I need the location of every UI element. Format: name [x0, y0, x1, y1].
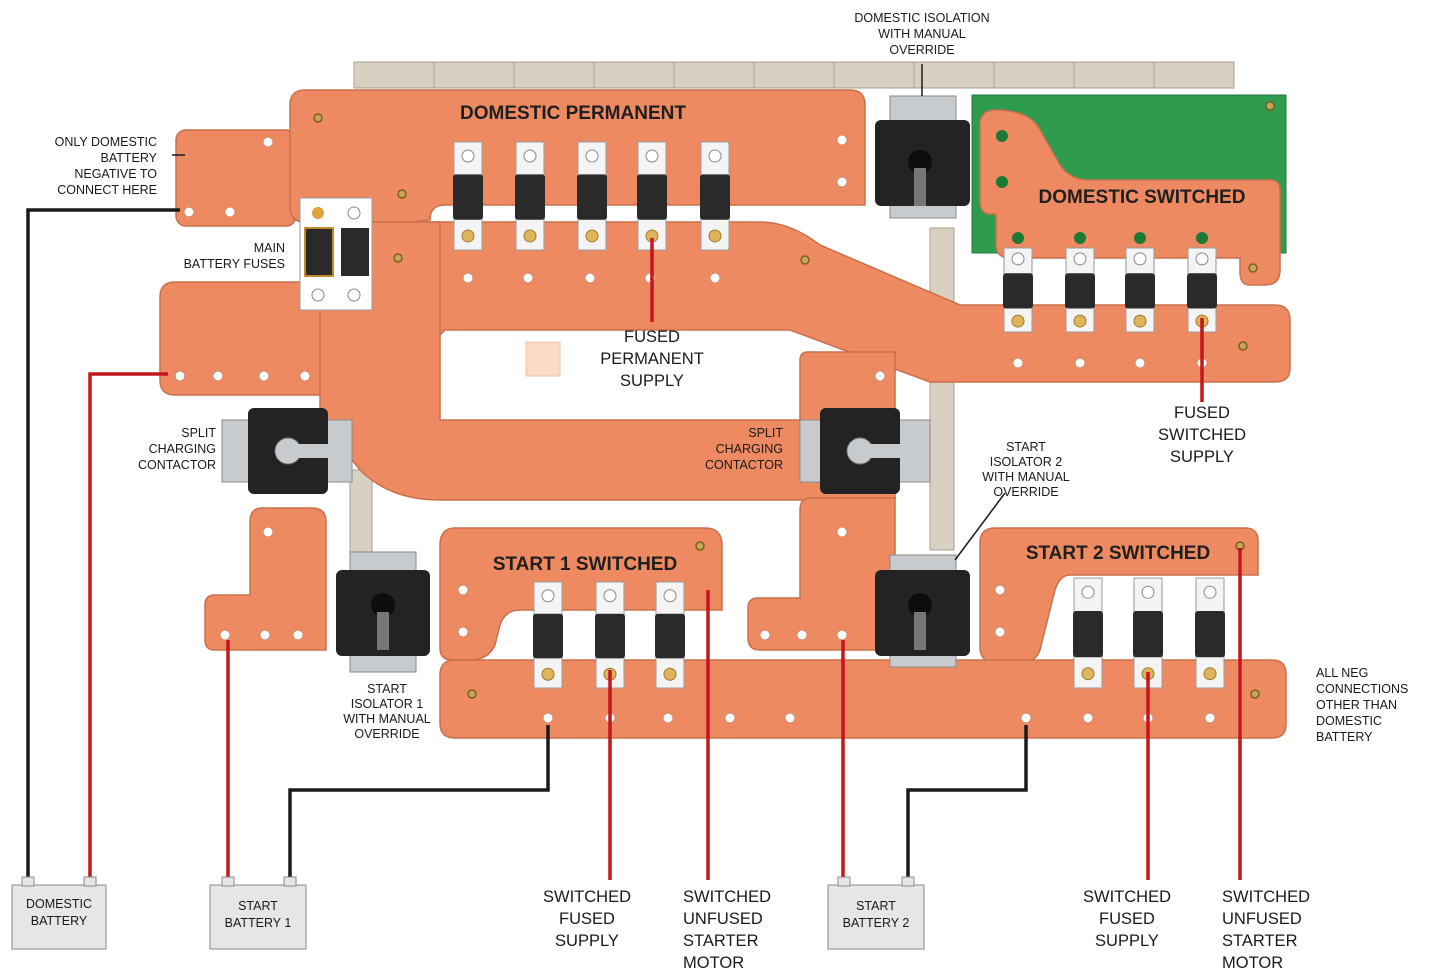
contactor-icon[interactable]	[221, 408, 353, 494]
domestic-switched-title: DOMESTIC SWITCHED	[1039, 187, 1246, 208]
positive-wires	[88, 238, 1242, 880]
pcb-pads	[996, 130, 1208, 244]
mounting-holes	[174, 134, 1216, 724]
vertical-insulator-left	[349, 469, 373, 561]
leader-lines	[172, 64, 1006, 561]
midi-fuse-icon	[453, 141, 483, 251]
start1-switched-bus	[439, 527, 723, 661]
top-insulator-strip	[353, 61, 1235, 89]
midi-fuse-icon	[1003, 247, 1033, 333]
main-positive-bus	[159, 221, 1291, 396]
midi-fuse-icon	[700, 141, 730, 251]
midi-fuse-icon	[515, 141, 545, 251]
domestic-permanent-title: DOMESTIC PERMANENT	[460, 103, 686, 124]
contactor-icon[interactable]	[799, 408, 931, 494]
midi-fuse-icon	[637, 141, 667, 251]
start2-switched-title: START 2 SWITCHED	[1026, 543, 1210, 564]
isolator-switch-icon[interactable]	[875, 554, 970, 668]
midi-fuse-icon	[1133, 577, 1163, 689]
midi-fuse-icon	[577, 141, 607, 251]
start1-switched-title: START 1 SWITCHED	[493, 554, 677, 575]
midi-fuse-icon	[595, 581, 625, 689]
battery-icon	[11, 876, 107, 950]
brass-studs	[313, 101, 1275, 699]
isolator-switches	[336, 95, 970, 673]
midi-fuse-icon	[1065, 247, 1095, 333]
start1-positive-bar	[204, 507, 327, 651]
start2-switched-bus	[979, 527, 1259, 663]
battery-icon	[209, 876, 307, 950]
midi-fuse-icon	[1125, 247, 1155, 333]
battery-icon	[827, 876, 925, 950]
fuse-layer	[453, 141, 1225, 689]
isolator-switch-icon[interactable]	[875, 95, 970, 219]
midi-fuse-icon	[655, 581, 685, 689]
negative-wires	[26, 208, 1028, 880]
isolator-switch-icon[interactable]	[336, 551, 430, 673]
vertical-insulator-right	[929, 227, 955, 551]
main-battery-fuses	[299, 197, 373, 311]
midi-fuse-icon	[1195, 577, 1225, 689]
start2-positive-bar	[747, 497, 896, 651]
midi-fuse-icon	[533, 581, 563, 689]
label-pad	[525, 341, 561, 377]
midi-fuse-icon	[1073, 577, 1103, 689]
contactors	[221, 408, 931, 494]
